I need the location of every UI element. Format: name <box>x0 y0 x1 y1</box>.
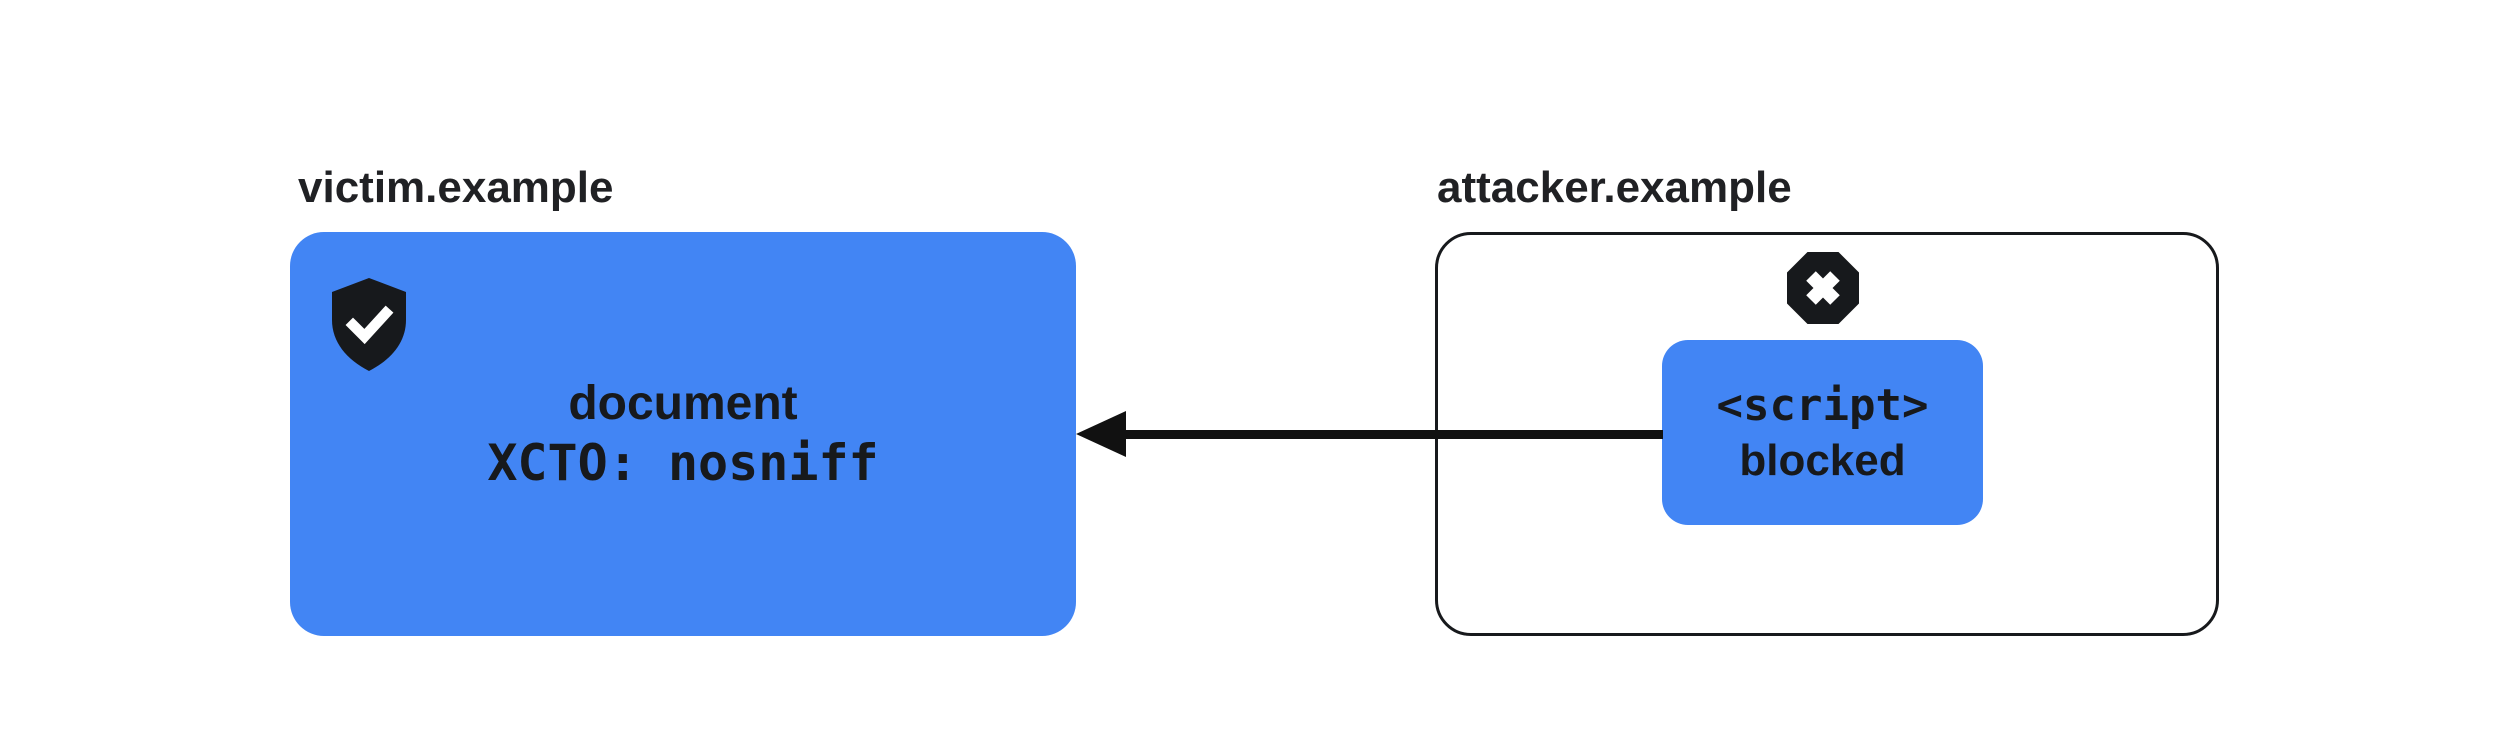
victim-box-line1: document <box>568 377 798 430</box>
victim-box-line2: XCTO: nosniff <box>487 434 879 492</box>
script-box-line2: blocked <box>1739 435 1906 485</box>
script-blocked-box: <script> blocked <box>1662 340 1983 525</box>
blocked-request-arrow-line <box>1120 430 1663 439</box>
victim-document-box: document XCTO: nosniff <box>290 232 1076 636</box>
octagon-x-icon <box>1787 252 1859 324</box>
blocked-request-arrow-head <box>1076 411 1126 457</box>
attacker-domain-label: attacker.example <box>1437 163 1792 212</box>
shield-check-icon <box>332 278 406 371</box>
attacker-origin-box: <script> blocked <box>1435 232 2219 636</box>
script-box-line1: <script> <box>1716 379 1929 431</box>
victim-domain-label: victim.example <box>298 163 614 212</box>
